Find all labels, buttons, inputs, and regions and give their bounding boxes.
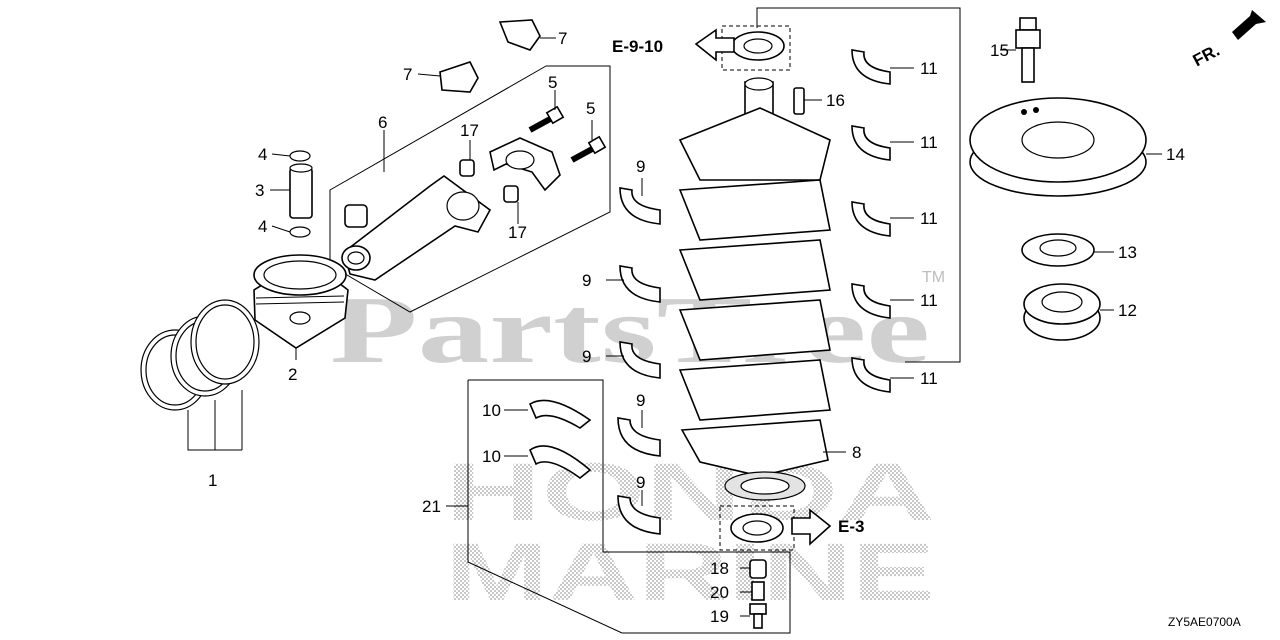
timing-sprocket xyxy=(1021,233,1095,267)
bearing-kit-frame xyxy=(467,379,791,634)
callout-4-lower[interactable]: 4 xyxy=(258,217,267,236)
callout-7-right[interactable]: 7 xyxy=(558,29,567,48)
crankpin-bearing-3 xyxy=(851,201,891,237)
crankpin-bearing-1 xyxy=(851,49,891,85)
connecting-rod-cap xyxy=(489,137,561,192)
callout-5-lower[interactable]: 5 xyxy=(586,99,595,118)
callout-8[interactable]: 8 xyxy=(852,443,861,462)
callout-9-c[interactable]: 9 xyxy=(582,347,591,366)
drain-bolt xyxy=(749,603,767,629)
brand-watermark-line2: MARINE xyxy=(445,527,935,618)
crankpin-bearing-4 xyxy=(851,283,891,319)
piston-rings xyxy=(140,299,260,411)
callout-11-e[interactable]: 11 xyxy=(920,369,938,388)
piston xyxy=(253,254,349,349)
rod-cap-bolt-lower xyxy=(570,135,607,163)
callout-14[interactable]: 14 xyxy=(1166,145,1185,164)
callout-10-upper[interactable]: 10 xyxy=(482,401,501,420)
rod-cap-bolt-upper xyxy=(528,105,565,133)
callout-21[interactable]: 21 xyxy=(422,497,441,516)
dowel-pin-upper xyxy=(459,159,475,177)
front-direction-indicator: FR. xyxy=(1190,10,1266,70)
callout-9-e[interactable]: 9 xyxy=(636,473,645,492)
callout-12[interactable]: 12 xyxy=(1118,301,1137,320)
brand-watermark-line1: HONDA xyxy=(445,447,935,538)
dowel-pin-lower xyxy=(503,185,519,203)
callout-9-b[interactable]: 9 xyxy=(582,271,591,290)
callout-18[interactable]: 18 xyxy=(710,559,729,578)
lower-seal-box xyxy=(719,505,795,551)
crank-pulley xyxy=(969,97,1147,197)
front-direction-label: FR. xyxy=(1190,41,1223,71)
leader-lines xyxy=(187,37,1162,617)
callout-11-d[interactable]: 11 xyxy=(920,291,938,310)
orifice xyxy=(751,581,765,601)
callout-2[interactable]: 2 xyxy=(288,365,297,384)
callout-15[interactable]: 15 xyxy=(990,41,1009,60)
piston-pin-clip-upper xyxy=(289,150,311,162)
thrust-bearing-upper-right xyxy=(498,19,541,51)
callout-7-left[interactable]: 7 xyxy=(403,65,412,84)
thrust-washer-upper xyxy=(528,399,592,429)
main-bearing-3 xyxy=(619,341,661,379)
crankpin-bearing-2 xyxy=(851,125,891,161)
callout-10-lower[interactable]: 10 xyxy=(482,447,501,466)
callout-6[interactable]: 6 xyxy=(378,113,387,132)
piston-pin-clip-lower xyxy=(289,226,311,238)
brand-watermark: HONDA MARINE xyxy=(445,447,935,618)
callout-19[interactable]: 19 xyxy=(710,607,729,626)
callout-9-a[interactable]: 9 xyxy=(636,157,645,176)
ref-arrow-e-3[interactable]: E-3 xyxy=(791,508,864,546)
crank-pulley-group-frame xyxy=(756,7,961,363)
callout-4-upper[interactable]: 4 xyxy=(258,145,267,164)
callout-13[interactable]: 13 xyxy=(1118,243,1137,262)
callout-5-upper[interactable]: 5 xyxy=(548,73,557,92)
thrust-washer-lower xyxy=(529,445,592,480)
ref-arrow-e-9-10[interactable]: E-9-10 xyxy=(612,28,735,62)
piston-pin xyxy=(289,163,313,219)
connecting-rod-group-frame xyxy=(329,65,611,313)
callout-3[interactable]: 3 xyxy=(255,181,264,200)
watermark-trademark: TM xyxy=(922,269,945,286)
callout-numbers: 1 2 3 4 4 5 5 6 7 7 8 9 9 9 9 9 10 10 11… xyxy=(208,29,1185,626)
diagram-code: ZY5AE0700A xyxy=(1168,615,1241,629)
callout-17-lower[interactable]: 17 xyxy=(508,223,527,242)
main-bearing-1 xyxy=(619,187,661,225)
crankshaft xyxy=(678,77,831,501)
thrust-bearing-upper-left xyxy=(439,61,479,93)
crank-gear xyxy=(1023,283,1101,341)
callout-11-a[interactable]: 11 xyxy=(920,59,938,78)
connecting-rod xyxy=(341,175,492,281)
callout-17-upper[interactable]: 17 xyxy=(460,121,479,140)
callout-9-d[interactable]: 9 xyxy=(636,391,645,410)
callout-16[interactable]: 16 xyxy=(826,91,845,110)
main-bearing-4 xyxy=(617,417,661,457)
oil-seal-upper xyxy=(731,31,785,61)
main-bearing-5 xyxy=(617,495,661,535)
callout-11-c[interactable]: 11 xyxy=(920,209,938,228)
crankpin-bearing-5 xyxy=(851,357,891,393)
callout-1[interactable]: 1 xyxy=(208,471,217,490)
pulley-bolt xyxy=(1015,17,1041,83)
oil-plug xyxy=(749,559,767,579)
callout-20[interactable]: 20 xyxy=(710,583,729,602)
oil-seal-lower xyxy=(730,513,784,543)
main-bearing-2 xyxy=(619,265,661,303)
callout-11-b[interactable]: 11 xyxy=(920,133,938,152)
ref-label-e-9-10[interactable]: E-9-10 xyxy=(612,37,663,56)
ref-label-e-3[interactable]: E-3 xyxy=(838,517,864,536)
woodruff-key xyxy=(793,87,805,115)
